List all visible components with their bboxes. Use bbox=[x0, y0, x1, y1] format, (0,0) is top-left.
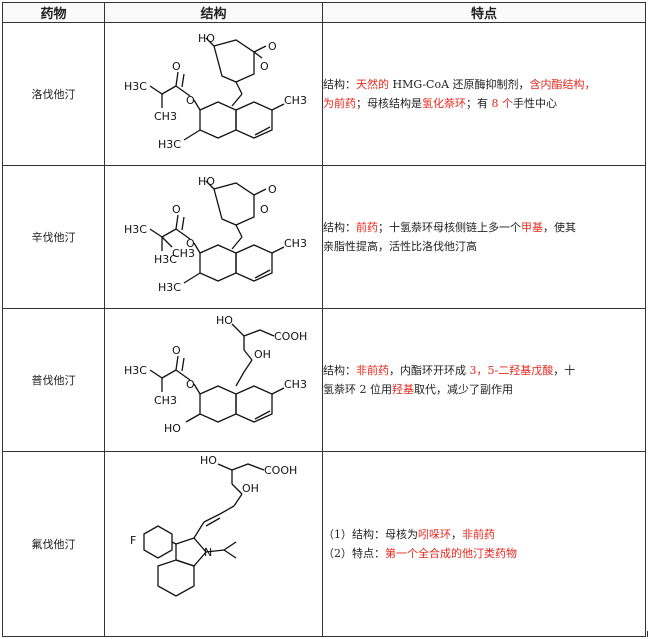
feature-text: HMG-CoA 还原酶抑制剂， bbox=[389, 78, 530, 92]
ring-o-label: O bbox=[260, 60, 269, 73]
highlight-text: 非前药 bbox=[356, 363, 389, 377]
h3c-label: H3C bbox=[124, 223, 147, 236]
feature-text: 结构： bbox=[323, 78, 356, 92]
structure-lovastatin: HO O O O O H3C CH3 CH3 H3C bbox=[104, 22, 323, 167]
table-row: 辛伐他汀 HO O bbox=[2, 165, 646, 309]
table-row: 洛伐他汀 HO O bbox=[2, 22, 646, 167]
table-row: 氟伐他汀 HO COOH OH F bbox=[2, 450, 646, 638]
feature-text: ；母核结构是 bbox=[356, 97, 422, 111]
header-row: 药物 结构 特点 bbox=[2, 1, 646, 24]
fluorine-label: F bbox=[130, 534, 136, 547]
feature-line: 结构：非前药，内酯环开环成 3，5-二羟基戊酸，十 bbox=[323, 361, 645, 380]
hydroxyl-label: HO bbox=[200, 454, 217, 467]
highlight-text: 第一个全合成的他汀类药物 bbox=[385, 546, 517, 560]
feature-line: （2）特点：第一个全合成的他汀类药物 bbox=[323, 544, 645, 563]
feature-line: 亲脂性提高，活性比洛伐他汀高 bbox=[323, 237, 645, 256]
feature-line: 氢萘环 2 位用羟基取代，减少了副作用 bbox=[323, 380, 645, 399]
fluvastatin-structure-image: HO COOH OH F N bbox=[130, 454, 297, 597]
feature-text: （2）特点： bbox=[323, 546, 385, 560]
feature-text: ，十 bbox=[553, 363, 576, 377]
structure-fluvastatin: HO COOH OH F N bbox=[104, 450, 323, 638]
feature-line: （1）结构：母核为吲哚环，非前药 bbox=[323, 525, 645, 544]
structure-pravastatin: HO COOH OH O O H3C CH3 CH3 HO bbox=[104, 307, 323, 452]
feature-text: （1）结构：母核为 bbox=[323, 527, 418, 541]
highlight-text: 前药 bbox=[356, 220, 378, 234]
highlight-text: 羟基 bbox=[392, 382, 414, 396]
feature-text: ；十氢萘环母核侧链上多一个 bbox=[378, 220, 521, 234]
feature-text: 亲脂性提高，活性比洛伐他汀高 bbox=[323, 239, 477, 253]
drug-name-simvastatin: 辛伐他汀 bbox=[2, 165, 105, 309]
carbonyl-o-label: O bbox=[268, 183, 277, 196]
drug-name-fluvastatin: 氟伐他汀 bbox=[2, 450, 105, 638]
highlight-text: 非前药 bbox=[462, 527, 495, 541]
ch3-label: CH3 bbox=[154, 110, 177, 123]
feature-line: 结构：前药；十氢萘环母核侧链上多一个甲基，使其 bbox=[323, 218, 645, 237]
hydroxyl-label: OH bbox=[242, 482, 259, 495]
feature-text: ，内酯环开环成 bbox=[389, 363, 470, 377]
ester-o-label: O bbox=[186, 378, 195, 391]
feature-line: 结构：天然的 HMG-CoA 还原酶抑制剂，含内酯结构， bbox=[323, 75, 645, 94]
feature-text: ， bbox=[451, 527, 462, 541]
feature-text: 手性中心 bbox=[513, 97, 557, 111]
drug-name-pravastatin: 普伐他汀 bbox=[2, 307, 105, 452]
hydroxyl-label: HO bbox=[216, 314, 233, 327]
carboxyl-label: COOH bbox=[274, 330, 307, 343]
feature-text: 结构： bbox=[323, 363, 356, 377]
highlight-text: 含内酯结构， bbox=[529, 78, 596, 92]
ring-o-label: O bbox=[260, 203, 269, 216]
highlight-text: 为前药 bbox=[323, 97, 356, 111]
feature-text: ，使其 bbox=[543, 220, 576, 234]
highlight-text: 甲基 bbox=[521, 220, 543, 234]
highlight-text: 8 个 bbox=[491, 97, 514, 111]
header-features: 特点 bbox=[322, 1, 646, 24]
h3c-label: H3C bbox=[124, 80, 147, 93]
ester-carbonyl-o-label: O bbox=[172, 203, 181, 216]
table-row: 普伐他汀 HO COOH bbox=[2, 307, 646, 452]
hydroxyl-label: HO bbox=[164, 422, 181, 435]
feature-text: 氢萘环 2 位用 bbox=[323, 382, 392, 396]
nitrogen-label: N bbox=[204, 546, 212, 559]
features-pravastatin: 结构：非前药，内酯环开环成 3，5-二羟基戊酸，十 氢萘环 2 位用羟基取代，减… bbox=[322, 307, 646, 452]
ch3-label: CH3 bbox=[284, 378, 307, 391]
carboxyl-label: COOH bbox=[264, 464, 297, 477]
ester-carbonyl-o-label: O bbox=[172, 60, 181, 73]
lovastatin-structure-image: HO O O O O H3C CH3 CH3 H3C bbox=[124, 32, 307, 151]
ch3-label: CH3 bbox=[284, 94, 307, 107]
hydroxyl-label: HO bbox=[198, 175, 215, 188]
highlight-text: 氢化萘环 bbox=[422, 97, 466, 111]
carbonyl-o-label: O bbox=[268, 40, 277, 53]
ester-carbonyl-o-label: O bbox=[172, 344, 181, 357]
ester-o-label: O bbox=[186, 94, 195, 107]
structure-simvastatin: HO O O O O H3C H3C CH3 CH3 H3C bbox=[104, 165, 323, 309]
hydroxyl-label: OH bbox=[254, 348, 271, 361]
simvastatin-structure-image: HO O O O O H3C H3C CH3 CH3 H3C bbox=[124, 175, 307, 294]
features-fluvastatin: （1）结构：母核为吲哚环，非前药 （2）特点：第一个全合成的他汀类药物 bbox=[322, 450, 646, 638]
ch3-label: CH3 bbox=[172, 247, 195, 260]
hydroxyl-label: HO bbox=[198, 32, 215, 45]
ester-o-label: O bbox=[186, 237, 195, 250]
highlight-text: 吲哚环 bbox=[418, 527, 451, 541]
h3c-label: H3C bbox=[154, 253, 177, 266]
drug-name-lovastatin: 洛伐他汀 bbox=[2, 22, 105, 167]
header-structure: 结构 bbox=[104, 1, 323, 24]
ch3-label: CH3 bbox=[284, 237, 307, 250]
feature-line: 为前药；母核结构是氢化萘环；有 8 个手性中心 bbox=[323, 94, 645, 113]
highlight-text: 天然的 bbox=[356, 78, 389, 92]
ch3-label: CH3 bbox=[154, 394, 177, 407]
h3c-label: H3C bbox=[124, 364, 147, 377]
feature-text: ；有 bbox=[466, 97, 492, 111]
header-drug: 药物 bbox=[2, 1, 105, 24]
features-lovastatin: 结构：天然的 HMG-CoA 还原酶抑制剂，含内酯结构， 为前药；母核结构是氢化… bbox=[322, 22, 646, 167]
h3c-label: H3C bbox=[158, 281, 181, 294]
h3c-label: H3C bbox=[158, 138, 181, 151]
next-row-edge bbox=[2, 631, 648, 637]
pravastatin-structure-image: HO COOH OH O O H3C CH3 CH3 HO bbox=[124, 314, 307, 435]
highlight-text: 3，5-二羟基戊酸 bbox=[469, 363, 554, 377]
feature-text: 取代，减少了副作用 bbox=[414, 382, 513, 396]
features-simvastatin: 结构：前药；十氢萘环母核侧链上多一个甲基，使其 亲脂性提高，活性比洛伐他汀高 bbox=[322, 165, 646, 309]
feature-text: 结构： bbox=[323, 220, 356, 234]
